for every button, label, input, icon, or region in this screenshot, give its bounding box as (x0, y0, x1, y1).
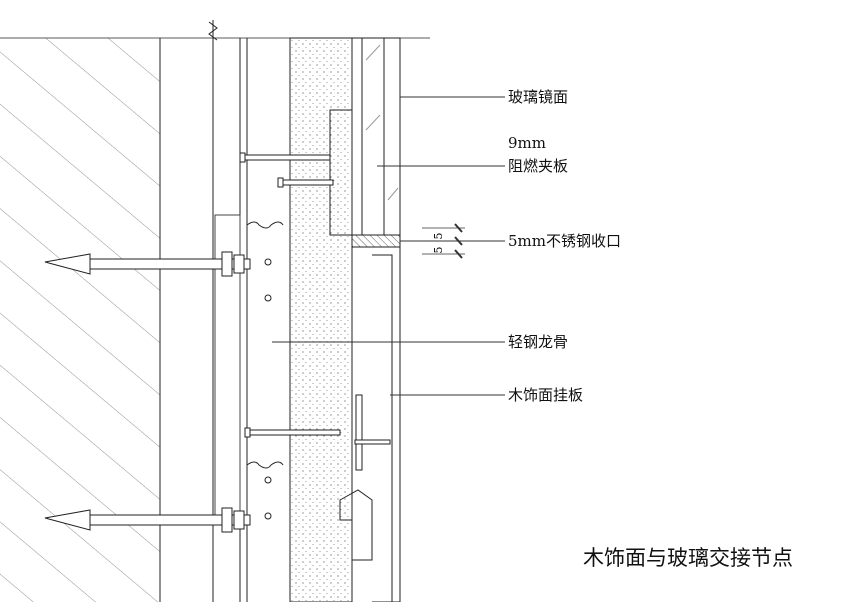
concrete-wall (0, 37, 430, 602)
dimension-value: 5 (432, 247, 445, 254)
dimension-lines (422, 223, 465, 259)
wood-panel (339, 246, 401, 602)
steel-trim (351, 234, 401, 248)
leader-lines (272, 96, 505, 396)
label-glass-mirror: 玻璃镜面 (508, 88, 569, 106)
screws (239, 152, 391, 445)
dimension-value: 5 (432, 233, 445, 240)
label-plywood: 阻燃夹板 (508, 157, 569, 175)
fire-board (289, 37, 353, 602)
label-wood-panel: 木饰面挂板 (508, 386, 584, 404)
drawing-title: 木饰面与玻璃交接节点 (583, 546, 793, 570)
label-keel: 轻钢龙骨 (508, 333, 569, 351)
label-plywood-thickness: 9mm (508, 134, 546, 152)
label-steel-trim: 5mm不锈钢收口 (508, 232, 621, 250)
anchor-bolts (44, 251, 251, 533)
glass-mirror (361, 37, 401, 236)
